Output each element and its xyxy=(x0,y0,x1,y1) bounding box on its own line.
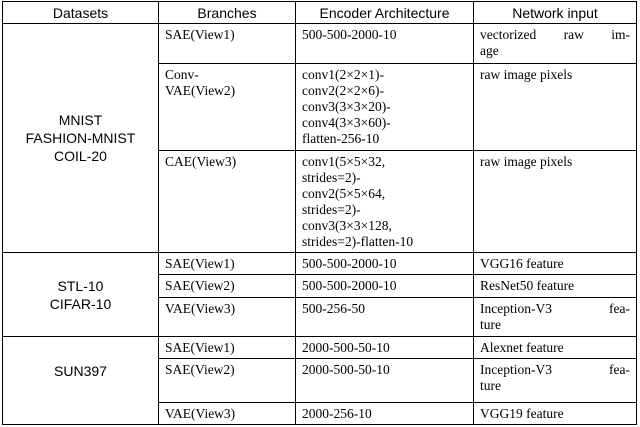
dataset-line: FASHION-MNIST xyxy=(25,130,136,147)
branch-cell: SAE(View1) xyxy=(158,336,296,360)
dataset-line: MNIST xyxy=(58,112,103,129)
architecture-cell: 2000-500-50-10 xyxy=(295,358,474,403)
network-input-line: ture xyxy=(480,316,501,332)
architecture-line: strides=2)-flatten-10 xyxy=(302,234,414,250)
table-row: VAE(View3) 2000-256-10 VGG19 feature xyxy=(3,401,637,426)
header-network-input: Network input xyxy=(473,1,637,24)
network-input-line: raw image pixels xyxy=(480,67,573,83)
dataset-line: CIFAR-10 xyxy=(49,295,112,312)
network-input-cell: raw image pixels xyxy=(473,63,637,152)
architecture-cell: 500-500-2000-10 xyxy=(295,252,474,276)
network-input-line: ResNet50 feature xyxy=(480,278,575,294)
architecture-line: conv3(3×3×20)- xyxy=(302,99,391,115)
architecture-cell: conv1(5×5×32, strides=2)- conv2(5×5×64, … xyxy=(295,150,474,254)
dataset-line: SUN397 xyxy=(54,363,107,380)
branch-cell: SAE(View2) xyxy=(158,358,296,403)
architecture-cell: 500-256-50 xyxy=(295,296,474,338)
network-input-cell: vectorized raw im- age xyxy=(473,22,637,65)
branch-line: SAE(View1) xyxy=(165,340,235,356)
network-input-line: VGG16 feature xyxy=(480,256,564,272)
architecture-cell: 2000-256-10 xyxy=(295,401,474,426)
architecture-line: 2000-500-50-10 xyxy=(302,340,390,356)
architecture-line: 500-500-2000-10 xyxy=(302,278,397,294)
network-input-cell: ResNet50 feature xyxy=(473,274,637,298)
branch-cell: VAE(View3) xyxy=(158,296,296,338)
table-row: VAE(View3) 500-256-50 Inception-V3 fea- … xyxy=(3,296,637,338)
table-row: CAE(View3) conv1(5×5×32, strides=2)- con… xyxy=(3,150,637,254)
table-row: MNIST FASHION-MNIST COIL-20 SAE(View1) 5… xyxy=(2,22,637,254)
architecture-line: 500-500-2000-10 xyxy=(302,27,397,42)
architecture-line: strides=2)- xyxy=(302,202,361,218)
table-row: SUN397 SAE(View1) 2000-500-50-10 Alexnet… xyxy=(2,336,637,425)
table-row: SAE(View2) 2000-500-50-10 Inception-V3 f… xyxy=(3,358,637,403)
table-row: Conv- VAE(View2) conv1(2×2×1)- conv2(2×2… xyxy=(3,63,637,152)
architecture-line: conv1(5×5×32, xyxy=(302,154,386,170)
architecture-cell: conv1(2×2×1)- conv2(2×2×6)- conv3(3×3×20… xyxy=(295,63,474,152)
header-branches: Branches xyxy=(158,1,296,24)
network-input-line: vectorized raw im- xyxy=(480,27,630,42)
table-row: STL-10 CIFAR-10 SAE(View1) 500-500-2000-… xyxy=(2,252,637,338)
branch-line: SAE(View2) xyxy=(165,278,235,294)
header-datasets: Datasets xyxy=(2,1,159,24)
network-input-line: Inception-V3 fea- xyxy=(480,300,630,316)
network-input-line: raw image pixels xyxy=(480,154,573,170)
branch-cell: SAE(View2) xyxy=(158,274,296,298)
architecture-cell: 500-500-2000-10 xyxy=(295,274,474,298)
architecture-line: conv4(3×3×60)- xyxy=(302,115,391,131)
branch-line: SAE(View1) xyxy=(165,27,235,42)
dataset-cell: STL-10 CIFAR-10 xyxy=(2,252,159,338)
architecture-line: 500-500-2000-10 xyxy=(302,256,397,272)
architecture-line: 2000-256-10 xyxy=(302,405,372,421)
architecture-cell: 500-500-2000-10 xyxy=(295,22,474,65)
branch-line: Conv- xyxy=(165,67,199,83)
branch-line: VAE(View3) xyxy=(165,405,236,421)
branch-line: SAE(View1) xyxy=(165,256,235,272)
architecture-line: conv2(2×2×6)- xyxy=(302,83,384,99)
table-row: SAE(View2) 500-500-2000-10 ResNet50 feat… xyxy=(3,274,637,298)
branch-line: VAE(View3) xyxy=(165,300,236,316)
network-input-line: age xyxy=(480,43,499,58)
network-input-cell: Inception-V3 fea- ture xyxy=(473,358,637,403)
architecture-line: 2000-500-50-10 xyxy=(302,362,390,378)
network-input-line: Alexnet feature xyxy=(480,340,564,356)
branch-line: SAE(View2) xyxy=(165,362,235,378)
branch-cell: CAE(View3) xyxy=(158,150,296,254)
architecture-line: strides=2)- xyxy=(302,170,361,186)
architecture-line: flatten-256-10 xyxy=(302,131,380,147)
network-input-line: VGG19 feature xyxy=(480,405,564,421)
branch-cell: SAE(View1) xyxy=(158,22,296,65)
dataset-cell: MNIST FASHION-MNIST COIL-20 xyxy=(2,22,159,254)
branch-cell: VAE(View3) xyxy=(158,401,296,426)
network-input-cell: Alexnet feature xyxy=(473,336,637,360)
network-input-cell: VGG16 feature xyxy=(473,252,637,276)
dataset-cell: SUN397 xyxy=(2,336,159,425)
architecture-line: conv1(2×2×1)- xyxy=(302,67,384,83)
branch-line: CAE(View3) xyxy=(165,154,237,170)
architecture-line: conv3(3×3×128, xyxy=(302,218,392,234)
network-input-cell: raw image pixels xyxy=(473,150,637,254)
dataset-line: STL-10 xyxy=(57,277,104,294)
network-input-line: Inception-V3 fea- xyxy=(480,362,630,378)
header-encoder-architecture: Encoder Architecture xyxy=(295,1,474,24)
architecture-line: 500-256-50 xyxy=(302,300,365,316)
architecture-line: conv2(5×5×64, xyxy=(302,186,386,202)
network-input-cell: VGG19 feature xyxy=(473,401,637,426)
architecture-cell: 2000-500-50-10 xyxy=(295,336,474,360)
branch-cell: SAE(View1) xyxy=(158,252,296,276)
network-input-cell: Inception-V3 fea- ture xyxy=(473,296,637,338)
network-input-line: ture xyxy=(480,378,501,394)
header-row: Datasets Branches Encoder Architecture N… xyxy=(2,1,637,24)
branch-line: VAE(View2) xyxy=(165,83,236,99)
branch-cell: Conv- VAE(View2) xyxy=(158,63,296,152)
dataset-line: COIL-20 xyxy=(54,148,107,165)
